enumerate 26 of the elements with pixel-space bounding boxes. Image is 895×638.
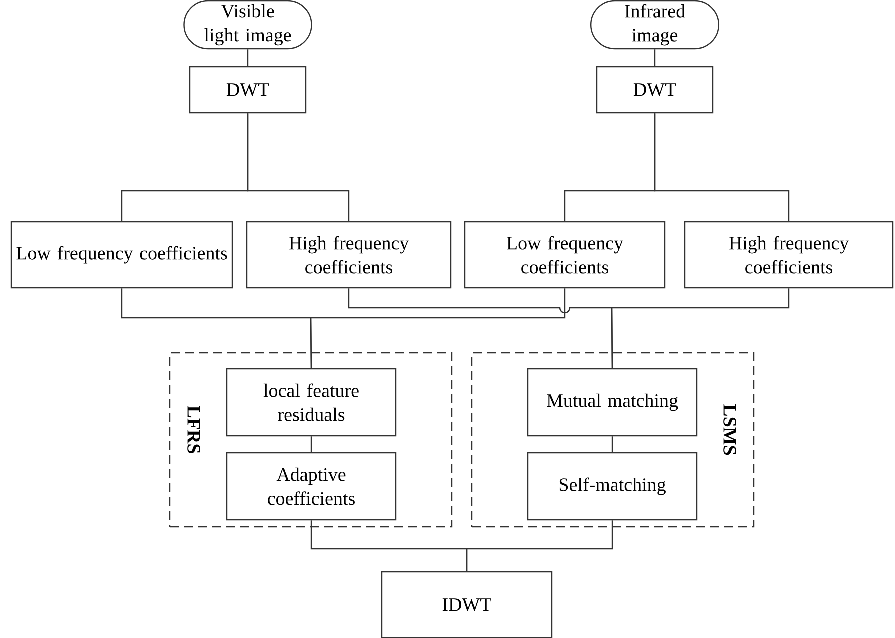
connector-line [310,436,312,452]
process-box: IDWT [381,571,553,638]
group-label: LSMS [724,404,736,456]
process-box: Adaptive coefficients [226,452,397,521]
process-box: DWT [189,66,307,114]
connector-line [612,436,614,452]
process-box: High frequency coefficients [246,221,452,289]
process-box: Self-matching [527,452,698,521]
process-box: Low frequency coefficients [10,221,234,289]
connector-line [654,50,656,66]
process-box: Low frequency coefficients [464,221,666,289]
dashed-group-box [471,352,755,528]
connector-line [611,288,790,368]
process-box: local feature residuals [226,368,397,437]
connector-line [466,520,614,572]
connector-line [247,114,350,222]
process-box: Mutual matching [527,368,698,437]
input-terminal: Infrared image [590,0,720,50]
connector-line [310,288,566,368]
connector-line [247,50,249,66]
process-box: DWT [596,66,714,114]
group-label: LFRS [188,406,200,454]
connector-line [654,114,790,222]
process-box: High frequency coefficients [684,221,894,289]
input-terminal: Visible light image [184,0,312,50]
dashed-group-box [169,352,453,528]
